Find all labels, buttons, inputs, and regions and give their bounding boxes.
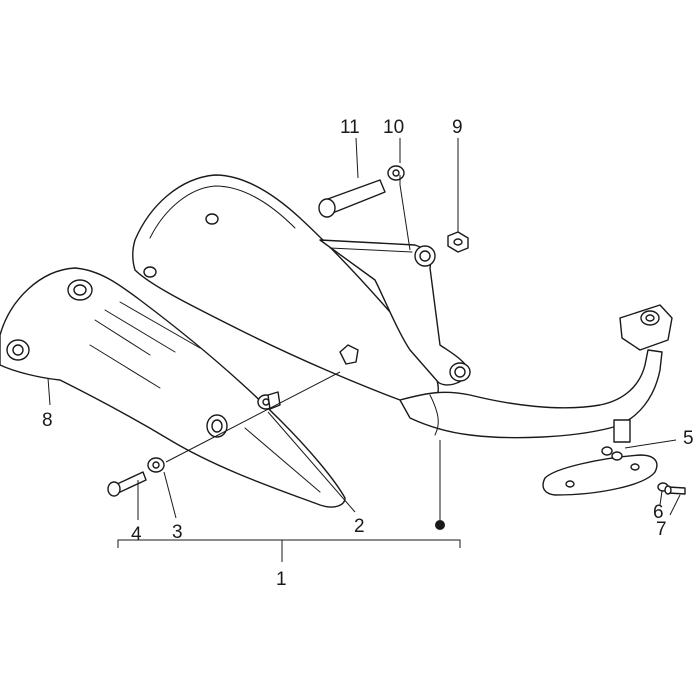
callout-7: 7 bbox=[656, 519, 667, 540]
washer-10 bbox=[387, 165, 405, 181]
bolt-11 bbox=[318, 179, 386, 218]
washers-5 bbox=[601, 446, 623, 461]
screw-4 bbox=[107, 471, 147, 497]
exhaust-pipe bbox=[399, 304, 673, 443]
callout-4: 4 bbox=[131, 524, 142, 545]
callout-2: 2 bbox=[354, 516, 365, 537]
callout-10: 10 bbox=[383, 117, 404, 138]
callout-8: 8 bbox=[42, 410, 53, 431]
callout-3: 3 bbox=[172, 522, 183, 543]
assembly-marker-dot bbox=[435, 520, 445, 530]
callout-5: 5 bbox=[683, 428, 694, 449]
callout-1: 1 bbox=[276, 569, 287, 590]
heat-shield bbox=[0, 267, 346, 508]
assembly-bracket-line bbox=[117, 539, 461, 548]
leader-lines bbox=[47, 137, 681, 562]
screw-7 bbox=[664, 485, 686, 495]
washer-3 bbox=[147, 457, 165, 473]
callout-9: 9 bbox=[452, 117, 463, 138]
pipe-clamp bbox=[542, 454, 658, 496]
callout-6: 6 bbox=[653, 502, 664, 523]
nut-9 bbox=[447, 231, 469, 253]
spacer-2 bbox=[257, 391, 281, 410]
mounting-bracket bbox=[319, 239, 471, 386]
callout-11: 11 bbox=[340, 117, 360, 138]
